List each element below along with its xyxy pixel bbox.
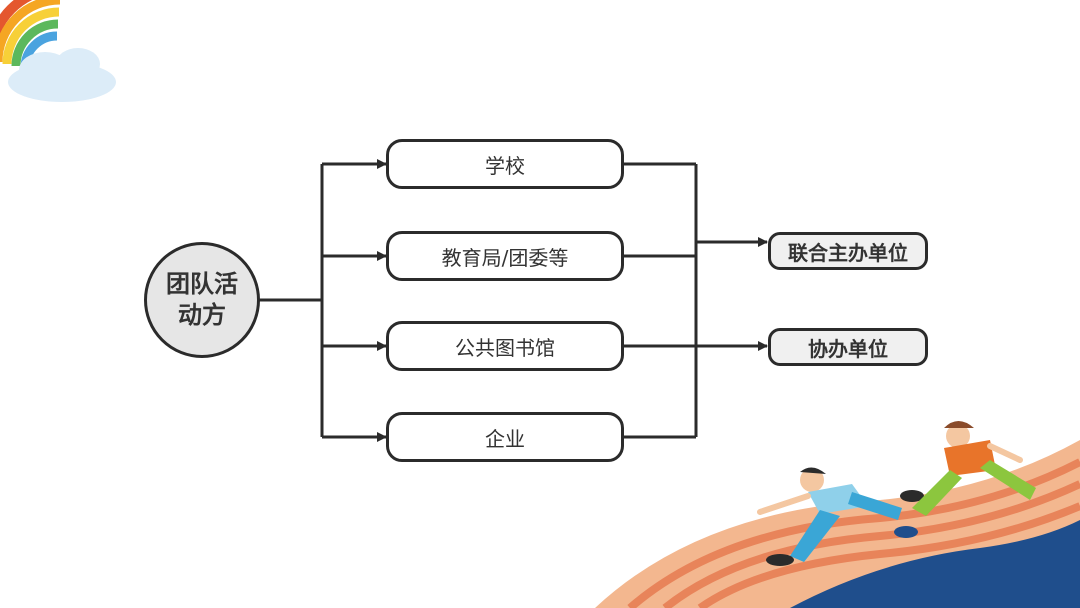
- root-node: 团队活动方: [144, 242, 260, 358]
- branch-node-public-library: 公共图书馆: [386, 321, 624, 371]
- root-node-label: 团队活动方: [166, 269, 238, 329]
- connector-lines: [258, 159, 768, 442]
- outcome-node-co-organizer: 协办单位: [768, 328, 928, 366]
- branch-node-school: 学校: [386, 139, 624, 189]
- branch-label: 企业: [485, 426, 525, 451]
- outcome-label: 联合主办单位: [788, 240, 908, 265]
- outcome-label: 协办单位: [808, 336, 888, 361]
- rainbow-cloud-icon: [0, 0, 116, 102]
- branch-label: 学校: [485, 153, 525, 178]
- branch-node-education-bureau: 教育局/团委等: [386, 231, 624, 281]
- branch-label: 公共图书馆: [455, 335, 555, 360]
- branch-label: 教育局/团委等: [441, 245, 569, 270]
- outcome-node-joint-organizer: 联合主办单位: [768, 232, 928, 270]
- running-kids-illustration: [595, 421, 1080, 608]
- branch-node-enterprise: 企业: [386, 412, 624, 462]
